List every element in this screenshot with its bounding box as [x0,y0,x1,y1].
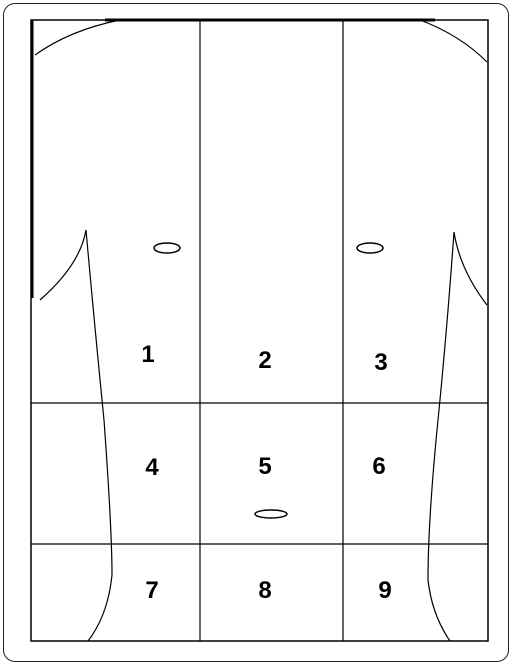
region-7-label: 7 [132,576,172,606]
region-4-label: 4 [132,453,172,483]
region-9-label: 9 [365,576,405,606]
region-5-label: 5 [245,452,285,482]
region-1-label: 1 [128,340,168,370]
left-nipple [154,243,180,253]
right-body-contour [428,232,454,641]
left-arm-curve [40,230,86,300]
right-shoulder-curve [420,20,487,62]
right-arm-curve [454,232,487,305]
left-body-contour [86,230,112,641]
navel [255,510,287,518]
grid-outer-border [31,20,488,641]
region-8-label: 8 [245,576,285,606]
region-3-label: 3 [361,348,401,378]
left-shoulder-curve [35,20,120,55]
region-2-label: 2 [245,346,285,376]
region-6-label: 6 [359,452,399,482]
right-nipple [357,243,383,253]
